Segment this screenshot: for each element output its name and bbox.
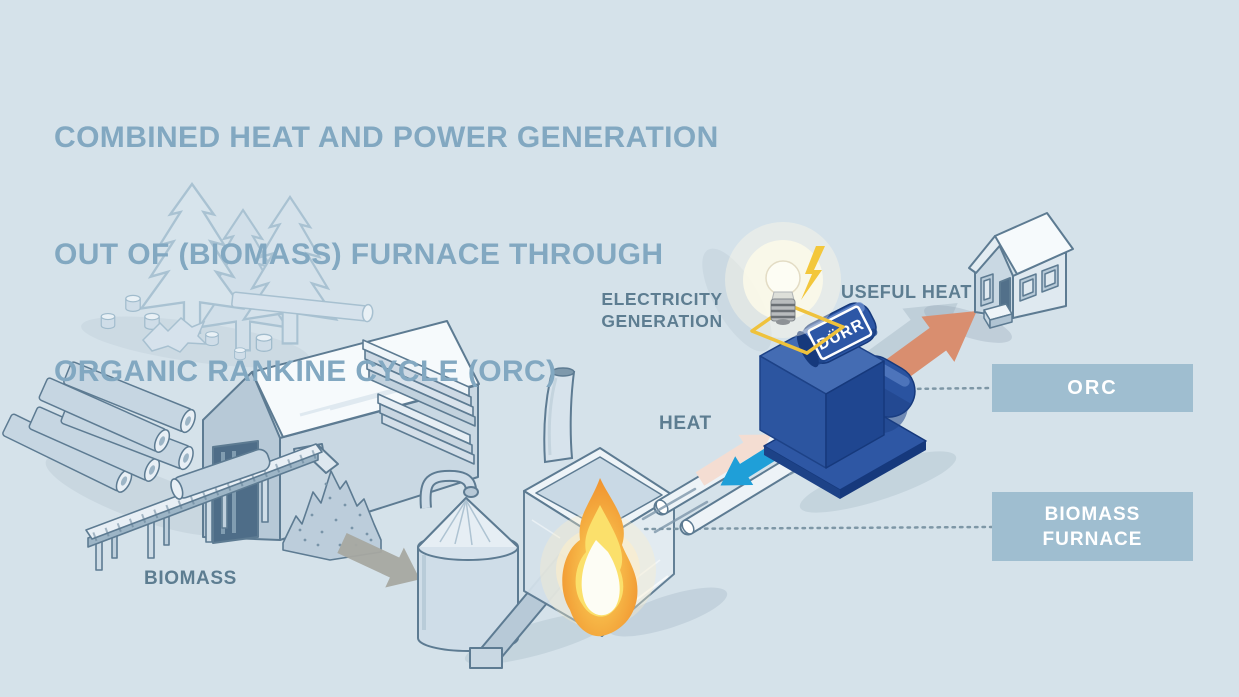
biomass-furnace-line-1: BIOMASS [1044, 503, 1141, 525]
biomass-furnace-line-2: FURNACE [1042, 528, 1143, 550]
dotted-line-furnace [643, 525, 994, 531]
title-line-2: OUT OF (BIOMASS) FURNACE THROUGH [54, 238, 664, 271]
fallen-treetop [141, 316, 208, 353]
electric-wire [750, 304, 845, 355]
page-title: COMBINED HEAT AND POWER GENERATION OUT O… [54, 40, 719, 430]
callout-lines [643, 386, 994, 531]
ground-shadows [45, 248, 1012, 665]
electricity-label-line-1: ELECTRICITY [601, 289, 723, 309]
orc-callout: ORC [992, 364, 1193, 412]
log-on-conveyor [170, 448, 271, 500]
house [968, 212, 1074, 329]
useful-heat-label: USEFUL HEAT [841, 282, 972, 302]
lightning-bolt-icon [801, 246, 825, 300]
title-line-3: ORGANIC RANKINE CYCLE (ORC) [54, 355, 557, 388]
lightbulb-icon [765, 260, 801, 325]
title-line-1: COMBINED HEAT AND POWER GENERATION [54, 121, 719, 154]
house-steps [983, 303, 1013, 329]
electricity-label-line-2: GENERATION [601, 311, 723, 331]
biomass-furnace-callout: BIOMASS FURNACE [992, 492, 1193, 561]
electricity-group [725, 222, 845, 355]
orc-callout-label: ORC [1067, 376, 1118, 399]
electricity-generation-label: ELECTRICITY GENERATION [583, 288, 741, 332]
lumber-stacks [362, 339, 476, 465]
biomass-label: BIOMASS [144, 568, 237, 589]
silo [417, 469, 519, 652]
forest [100, 182, 374, 361]
heat-label: HEAT [659, 413, 712, 434]
felled-log [231, 291, 374, 323]
turbine-cylinder: DÜRR [796, 302, 878, 368]
machine-body [759, 323, 885, 469]
flame [540, 478, 656, 637]
dotted-line-orc [901, 386, 994, 391]
orc-machine: DÜRR [759, 302, 927, 499]
biomass-arrow [337, 533, 420, 588]
chimney [543, 367, 576, 464]
conveyor [85, 443, 323, 571]
house-windows [980, 264, 1059, 307]
